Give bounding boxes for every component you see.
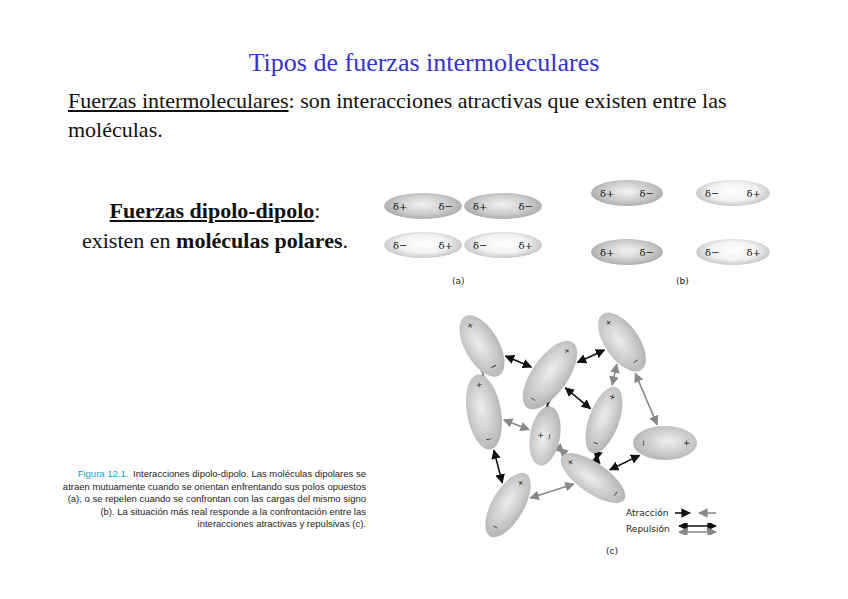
- pole-sign: −: [630, 356, 641, 367]
- figure-number: Figura 12.1.: [78, 468, 129, 479]
- legend-sample: [674, 507, 718, 519]
- interaction-arrow: [494, 450, 502, 483]
- dipole-molecule: +−: [512, 332, 587, 418]
- pole-sign: δ−: [393, 240, 407, 251]
- pole-sign: −: [544, 433, 554, 441]
- dipole-ellipse: δ+ δ−: [464, 193, 542, 219]
- statement-term: Fuerzas dipolo-dipolo: [110, 198, 315, 223]
- pole-sign: +: [682, 440, 691, 447]
- pole-sign: −: [489, 361, 499, 372]
- pole-sign: +: [603, 317, 614, 328]
- pole-sign: δ−: [705, 247, 719, 258]
- pole-sign: δ+: [747, 188, 761, 199]
- interaction-arrow: [610, 455, 640, 469]
- interaction-arrow: [577, 350, 604, 362]
- pole-sign: −: [610, 488, 621, 499]
- dipole-ellipse: δ− δ+: [696, 180, 770, 206]
- statement-line: existen enmoléculas polares.: [50, 226, 380, 256]
- dipole-molecule: +−: [450, 308, 513, 384]
- dipole-molecule: +−: [578, 382, 630, 458]
- pole-sign: δ+: [473, 201, 487, 212]
- pole-sign: δ−: [640, 247, 654, 258]
- statement-block: Fuerzas dipolo-dipolo:existen enmolécula…: [50, 196, 380, 256]
- pole-sign: δ+: [393, 201, 407, 212]
- dipole-ellipse: δ+ δ−: [591, 239, 663, 265]
- interaction-arrow: [565, 388, 590, 409]
- interaction-arrow: [635, 373, 657, 424]
- slide-title: Tipos de fuerzas intermoleculares: [249, 48, 600, 77]
- legend-row: Atracción: [626, 505, 720, 521]
- dipole-ellipse: δ+ δ−: [591, 180, 663, 206]
- statement-colon: :: [314, 198, 320, 223]
- statement-bold: moléculas polares: [176, 228, 342, 253]
- legend-sample: [676, 523, 720, 535]
- legend-row: Repulsión: [626, 521, 720, 537]
- pole-sign: −: [591, 438, 600, 449]
- pole-sign: δ−: [439, 201, 453, 212]
- title-block: Tipos de fuerzas intermoleculares: [0, 48, 848, 78]
- figure-label: (b): [676, 276, 689, 286]
- pole-sign: δ+: [519, 240, 533, 251]
- caption-block: Figura 12.1.Interacciones dipolo-dipolo.…: [62, 468, 366, 531]
- pole-sign: −: [485, 434, 493, 444]
- pole-sign: δ+: [747, 247, 761, 258]
- pole-sign: δ−: [519, 201, 533, 212]
- interaction-arrow: [530, 484, 574, 498]
- legend: AtracciónRepulsión: [626, 505, 720, 537]
- pole-sign: +: [562, 345, 573, 356]
- pole-sign: −: [528, 394, 539, 405]
- dipole-ellipse: δ− δ+: [696, 239, 770, 265]
- interaction-arrow: [559, 448, 564, 452]
- dipole-molecule: +−: [589, 304, 656, 379]
- statement-period: .: [343, 228, 349, 253]
- dipole-molecule: +−: [633, 426, 697, 460]
- interaction-arrow: [596, 455, 597, 461]
- pole-sign: +: [608, 392, 617, 403]
- pole-sign: −: [490, 522, 500, 533]
- pole-sign: δ+: [600, 247, 614, 258]
- pole-sign: δ−: [640, 188, 654, 199]
- dipole-ellipse: δ− δ+: [464, 232, 542, 258]
- pole-sign: δ−: [473, 240, 487, 251]
- dipole-molecule: +−: [461, 372, 508, 453]
- dipole-molecule: +−: [476, 466, 540, 544]
- definition-term: Fuerzas intermoleculares: [68, 88, 289, 113]
- pole-sign: +: [516, 477, 526, 488]
- dipole-ellipse: δ− δ+: [384, 232, 462, 258]
- pole-sign: −: [639, 440, 648, 447]
- dipole-molecule: +−: [553, 444, 632, 512]
- pole-sign: +: [475, 380, 483, 390]
- figure-label: (c): [606, 546, 618, 556]
- dipole-molecule: +−: [525, 404, 565, 468]
- definition-block: Fuerzas intermoleculares: son interaccio…: [68, 86, 798, 144]
- pole-sign: +: [536, 431, 546, 439]
- pole-sign: δ+: [439, 240, 453, 251]
- legend-text: Atracción: [626, 508, 668, 518]
- statement-text: existen en: [82, 228, 171, 253]
- interaction-arrow: [506, 356, 532, 367]
- interaction-arrow: [504, 420, 529, 430]
- interaction-arrow: [612, 364, 617, 385]
- pole-sign: δ−: [705, 188, 719, 199]
- dipole-ellipse: δ+ δ−: [384, 193, 462, 219]
- legend-text: Repulsión: [626, 524, 670, 534]
- figure-label: (a): [452, 276, 465, 286]
- pole-sign: +: [565, 457, 576, 468]
- pole-sign: +: [465, 320, 475, 331]
- statement-line: Fuerzas dipolo-dipolo:: [50, 196, 380, 226]
- pole-sign: δ+: [600, 188, 614, 199]
